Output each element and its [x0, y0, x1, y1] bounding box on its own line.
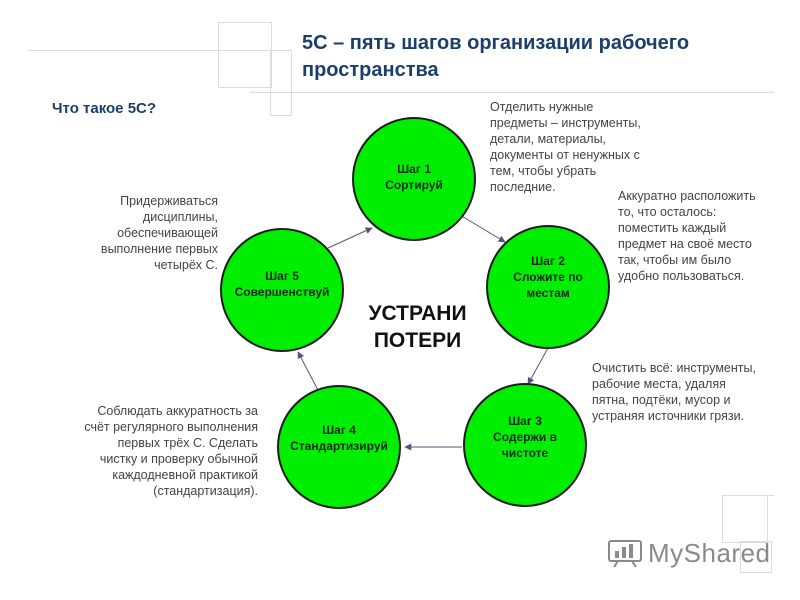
step1-description: Отделить нужные предметы – инструменты, …: [490, 100, 641, 194]
chart-logo-icon: [608, 540, 642, 568]
step1-title: Шаг 1: [397, 162, 431, 176]
decor-box-bottom-2: [740, 541, 772, 573]
step3-action-line1: Содержи в: [493, 430, 557, 444]
step3-description: Очистить всё: инструменты, рабочие места…: [592, 361, 756, 423]
page-subtitle: Что такое 5С?: [52, 100, 157, 117]
step5-action: Совершенствуй: [235, 285, 330, 299]
watermark: MyShared: [608, 536, 771, 570]
step4-title: Шаг 4: [322, 423, 356, 437]
step5-circle: [220, 228, 344, 352]
center-label: УСТРАНИ ПОТЕРИ: [368, 302, 467, 352]
cycle-arrows: [297, 214, 549, 451]
step2-action-line2: местам: [526, 286, 570, 300]
step-circle-1: Шаг 1 Сортируй: [352, 117, 476, 241]
decor-line-title: [250, 92, 774, 93]
step3-circle: [463, 383, 587, 507]
page-title: 5С – пять шагов организации рабочего про…: [302, 32, 690, 81]
decor-line-top: [28, 50, 273, 51]
step4-circle: [277, 385, 401, 509]
step3-action-line2: чистоте: [502, 446, 549, 460]
step-circle-4: Шаг 4 Стандартизируй: [277, 385, 401, 509]
step3-title: Шаг 3: [508, 414, 542, 428]
step2-description: Аккуратно расположить то, что осталось: …: [618, 189, 756, 283]
step5-title: Шаг 5: [265, 269, 299, 283]
decor-line-bottom: [722, 495, 774, 496]
step4-description: Соблюдать аккуратность за счёт регулярно…: [84, 404, 258, 498]
step4-action: Стандартизируй: [290, 439, 388, 453]
arrow-step2-to-step3: [527, 347, 549, 385]
decor-box-top-2: [270, 50, 292, 116]
decor-box-top-1: [218, 22, 272, 88]
step1-action: Сортируй: [385, 178, 443, 192]
step-circle-3: Шаг 3 Содержи в чистоте: [463, 383, 587, 507]
step2-circle: [486, 225, 610, 349]
arrow-step1-to-step2: [459, 214, 506, 243]
watermark-text: MyShared: [648, 537, 771, 568]
step2-action-line1: Сложите по: [513, 270, 583, 284]
arrow-step5-to-step1: [327, 227, 373, 249]
arrow-step4-to-step5: [297, 351, 319, 391]
step-circle-5: Шаг 5 Совершенствуй: [220, 228, 344, 352]
step-circle-2: Шаг 2 Сложите по местам: [486, 225, 610, 349]
step1-circle: [352, 117, 476, 241]
step2-title: Шаг 2: [531, 254, 565, 268]
step5-description: Придерживаться дисциплины, обеспечивающе…: [100, 194, 218, 272]
